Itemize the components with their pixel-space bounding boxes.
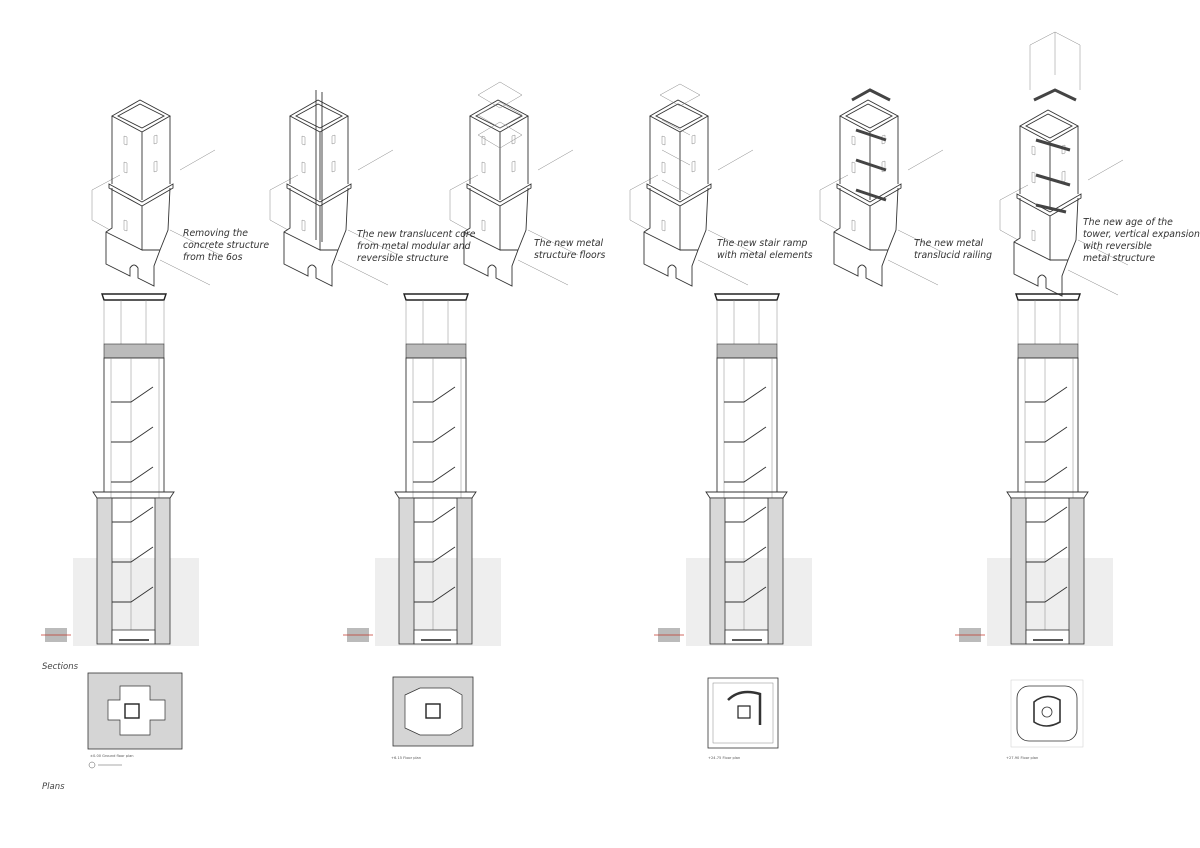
section-2 [342,293,502,647]
railing [851,88,891,202]
stair-ramp [659,83,701,196]
metal-floors [477,81,523,149]
caption-line: Removing the [183,228,249,239]
caption-line: The new metal [534,238,604,249]
caption-2: The new translucent core from metal modu… [357,229,475,265]
caption-line: reversible structure [357,253,449,264]
section-3 [653,293,813,647]
caption-5: The new metal translucid railing [914,238,992,262]
caption-line: from the 6os [183,252,243,263]
plan-label-3: +24.75 Floor plan [708,756,741,760]
caption-line: concrete structure [183,240,270,251]
plan-4 [1010,679,1084,748]
caption-6: The new age of the tower, vertical expan… [1083,217,1200,265]
translucent-core [315,90,323,242]
caption-line: tower, vertical expansion [1083,229,1200,240]
caption-line: The new metal [914,238,984,249]
plan-label-2: +6.15 Floor plan [391,756,421,760]
caption-4: The new stair ramp with metal elements [717,238,813,262]
caption-line: The new translucent core [357,229,476,240]
caption-line: The new stair ramp [717,238,808,249]
plan-label-4: +27.90 Floor plan [1006,756,1039,760]
caption-line: structure floors [534,250,606,261]
plan-1 [87,672,183,750]
caption-line: The new age of the [1083,217,1173,228]
caption-line: with reversible [1083,241,1152,252]
plan-3 [707,677,779,749]
plans-label: Plans [42,782,65,792]
caption-1: Removing the concrete structure from the… [183,228,269,264]
scale-bar [88,761,122,769]
plan-label-1: ±0.00 Ground floor plan [90,754,134,758]
section-4 [954,293,1114,647]
caption-line: with metal elements [717,250,813,261]
axonometric-6 [999,109,1129,297]
sections-label: Sections [42,662,79,672]
section-1 [40,293,200,647]
caption-line: from metal modular and [357,241,471,252]
vertical-expansion [1029,31,1081,90]
caption-line: translucid railing [914,250,992,261]
caption-3: The new metal structure floors [534,238,605,262]
plan-2 [392,676,474,747]
caption-line: metal structure [1083,253,1156,264]
